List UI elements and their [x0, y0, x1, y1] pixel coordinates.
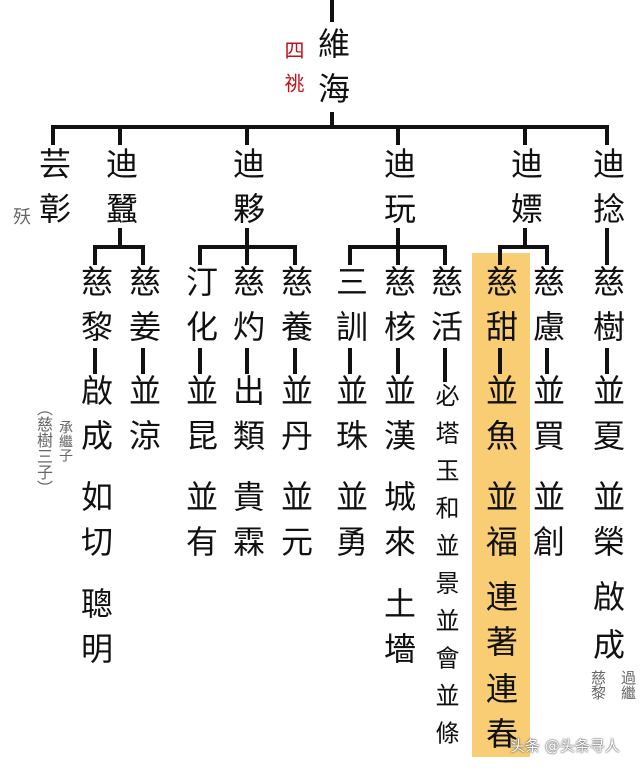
gen3-tinghua: 汀化: [181, 265, 219, 355]
gen4-name: 並漢: [379, 374, 417, 464]
origin-note: （慈樹三子）: [34, 400, 53, 496]
gen5-name: 連春: [481, 672, 519, 762]
gen4-name: 並創: [528, 480, 566, 570]
highlight-lineage: [472, 253, 530, 757]
gen2-dipiao: 迪嫖: [506, 147, 544, 237]
gen4-name: 並魚: [481, 374, 519, 464]
gen6-name: 聰明: [76, 587, 114, 677]
gen4-name: 並有: [181, 480, 219, 570]
gen2-diwan: 迪玩: [379, 147, 417, 237]
gen3-cili: 慈黎: [76, 265, 114, 355]
gen3-cihe: 慈核: [379, 265, 417, 355]
watermark: 头条 @头条寻人: [510, 737, 620, 755]
gen4-name: 並元: [276, 480, 314, 570]
gen4-name: 並昆: [181, 374, 219, 464]
gen4-name: 並福: [481, 480, 519, 570]
gen3-cizhuo: 慈灼: [228, 265, 266, 355]
gen3-ciyang: 慈養: [276, 265, 314, 355]
gen3-sanxun: 三訓: [331, 265, 369, 355]
gen4-name: 並夏: [588, 374, 626, 464]
gen4-name: 並榮: [588, 480, 626, 570]
gen4-name: 出類: [228, 374, 266, 464]
gen2-dican: 迪蠶: [101, 147, 139, 237]
gen5-name: 城來: [379, 480, 417, 570]
gen4-name: 並勇: [331, 480, 369, 570]
adoption-note: 承繼子: [57, 420, 73, 462]
gen4-name: 啟成: [76, 374, 114, 464]
gen4-name: 並買: [528, 374, 566, 464]
gen2-dihuo: 迪夥: [228, 147, 266, 237]
gen2-dinian: 迪捻: [588, 147, 626, 237]
gen3-cijiang: 慈姜: [124, 265, 162, 355]
gen3-cihuo: 慈活: [426, 265, 464, 355]
adoption-note: 過繼: [619, 670, 637, 700]
gen3-citian: 慈甜: [481, 265, 519, 355]
gen6-name: 土墻: [379, 587, 417, 677]
adoption-target: 慈黎: [589, 670, 607, 700]
gen5-name: 如切: [76, 480, 114, 570]
gen4-name: 啟成: [588, 580, 626, 676]
gen2-yunzhang-note: 殀: [10, 207, 31, 225]
root-note: 四祧: [281, 40, 305, 106]
root-name: 維海: [313, 27, 351, 117]
gen4-name: 並涼: [124, 374, 162, 464]
gen3-cishu: 慈樹: [588, 265, 626, 355]
gen2-yunzhang: 芸彰: [34, 147, 72, 237]
gen4-list: 必塔玉和並景並會並條: [431, 383, 459, 758]
gen4-name: 並丹: [276, 374, 314, 464]
gen3-cilv: 慈慮: [528, 265, 566, 355]
gen4-name: 貴霖: [228, 480, 266, 570]
gen5-name: 連著: [481, 580, 519, 670]
gen4-name: 並珠: [331, 374, 369, 464]
